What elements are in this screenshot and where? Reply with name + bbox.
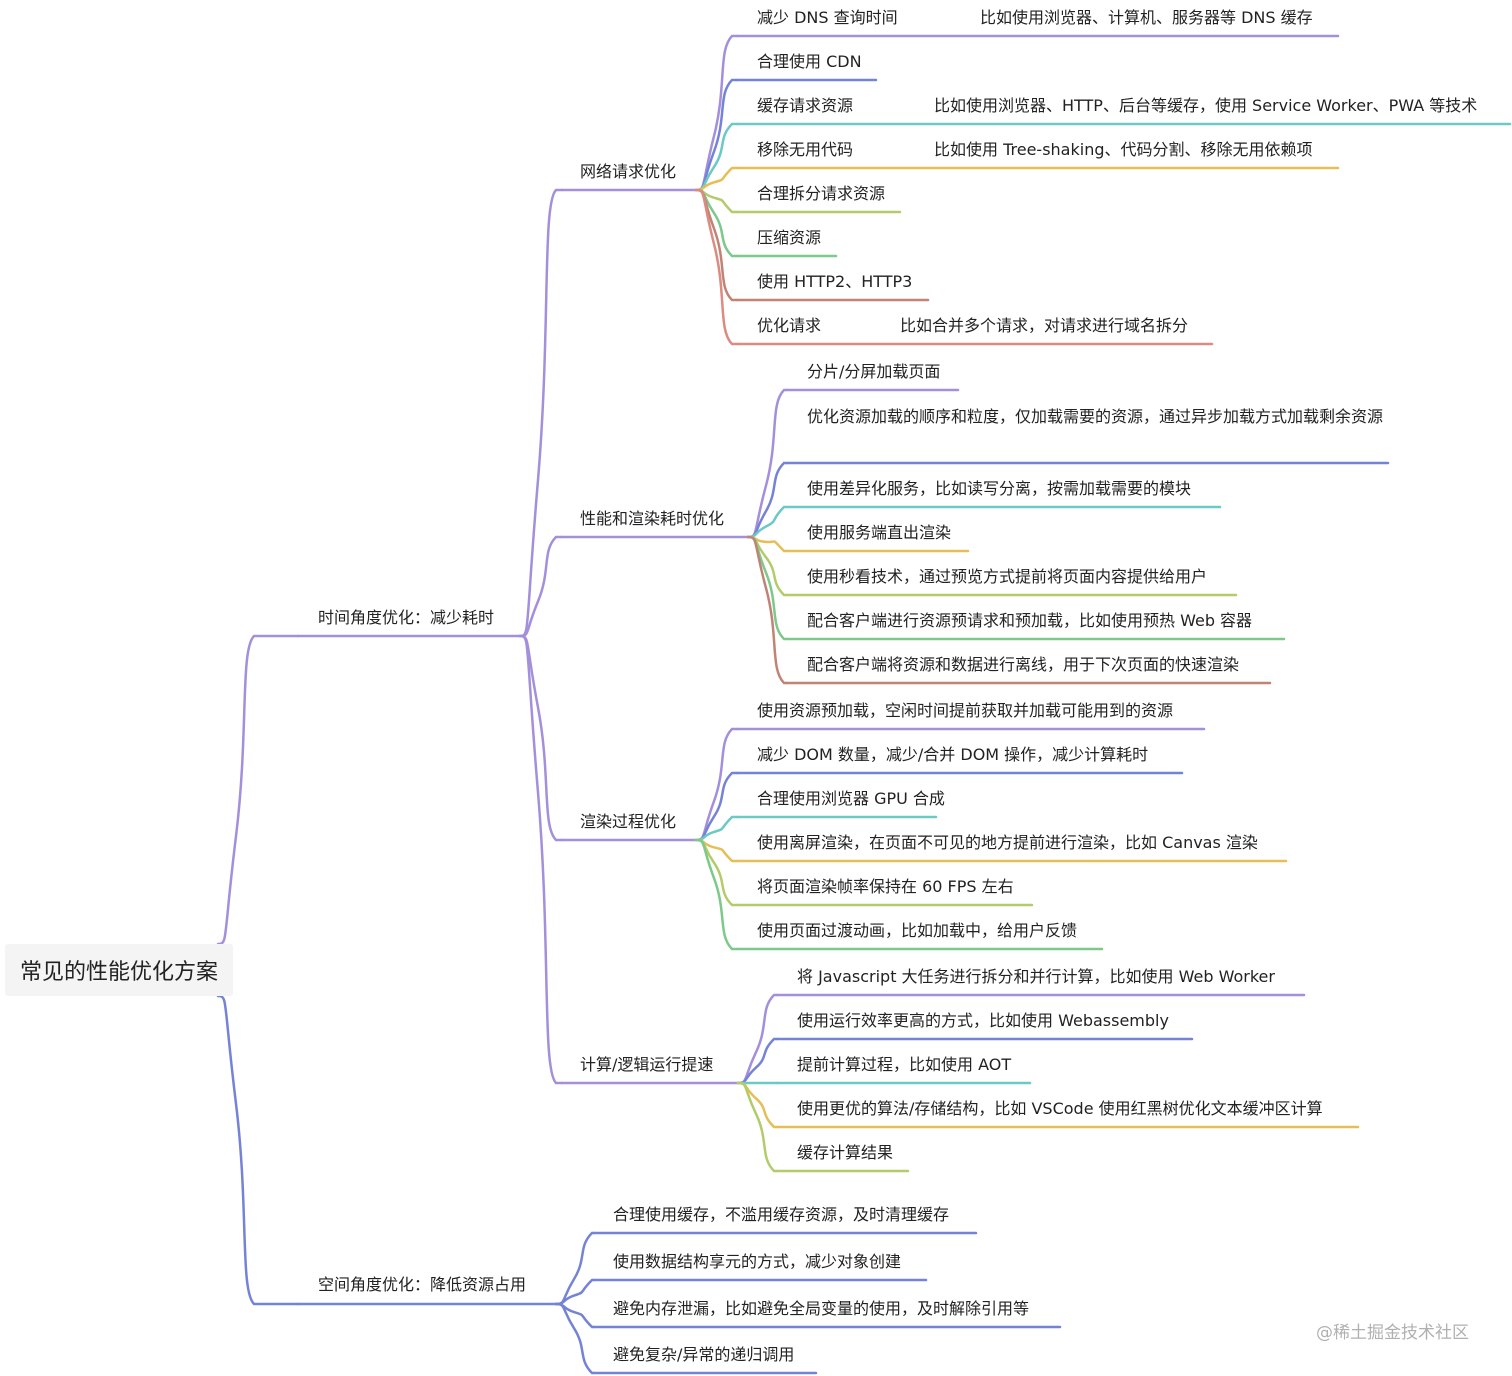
- connector-network-2: [694, 122, 739, 192]
- sub-branch-render_process-label[interactable]: 渲染过程优化: [580, 812, 677, 831]
- leaf-network-0-note[interactable]: 比如使用浏览器、计算机、服务器等 DNS 缓存: [980, 8, 1313, 27]
- connector-render_time-2: [746, 505, 789, 539]
- connector-time-render_time: [518, 535, 564, 638]
- connector-network-6: [694, 188, 739, 302]
- connector-time-network: [518, 188, 564, 638]
- leaf-compute-3-label[interactable]: 使用更优的算法/存储结构，比如 VSCode 使用红黑树优化文本缓冲区计算: [797, 1099, 1323, 1118]
- leaf-network-3-label[interactable]: 移除无用代码: [757, 140, 854, 159]
- leaf-render_time-5-label[interactable]: 配合客户端进行资源预请求和预加载，比如使用预热 Web 容器: [807, 611, 1253, 630]
- leaf-network-7-label[interactable]: 优化请求: [757, 316, 822, 335]
- leaf-space-2-label[interactable]: 避免内存泄漏，比如避免全局变量的使用，及时解除引用等: [613, 1299, 1030, 1318]
- leaf-render_time-4-label[interactable]: 使用秒看技术，通过预览方式提前将页面内容提供给用户: [807, 567, 1208, 586]
- connector-time-compute: [518, 634, 564, 1085]
- leaf-compute-2-label[interactable]: 提前计算过程，比如使用 AOT: [797, 1055, 1012, 1074]
- connector-network-7: [694, 188, 739, 346]
- leaf-render_process-0-label[interactable]: 使用资源预加载，空闲时间提前获取并加载可能用到的资源: [757, 701, 1174, 720]
- leaf-render_time-6-label[interactable]: 配合客户端将资源和数据进行离线，用于下次页面的快速渲染: [807, 655, 1240, 674]
- connector-space-2: [554, 1302, 596, 1329]
- connector-compute-1: [736, 1037, 779, 1085]
- watermark: @稀土掘金技术社区: [1316, 1323, 1469, 1343]
- connector-network-5: [694, 188, 739, 258]
- root-node-label: 常见的性能优化方案: [19, 960, 218, 985]
- connector-render_time-4: [746, 535, 789, 597]
- connector-render_time-5: [746, 535, 789, 641]
- leaf-network-4-label[interactable]: 合理拆分请求资源: [757, 184, 886, 203]
- leaf-render_process-2-label[interactable]: 合理使用浏览器 GPU 合成: [757, 789, 945, 808]
- leaf-compute-0-label[interactable]: 将 Javascript 大任务进行拆分和并行计算，比如使用 Web Worke…: [797, 967, 1275, 986]
- connector-render_time-6: [746, 535, 789, 685]
- connector-space-3: [554, 1302, 596, 1375]
- leaf-network-0-label[interactable]: 减少 DNS 查询时间: [757, 8, 898, 27]
- leaf-render_time-1-label[interactable]: 优化资源加载的顺序和粒度，仅加载需要的资源，通过异步加载方式加载剩余资源: [807, 407, 1384, 426]
- leaf-network-7-note[interactable]: 比如合并多个请求，对请求进行域名拆分: [900, 316, 1189, 335]
- root-node[interactable]: 常见的性能优化方案: [5, 944, 233, 996]
- connector-render_process-5: [694, 838, 739, 951]
- sub-branch-compute-label[interactable]: 计算/逻辑运行提速: [580, 1055, 714, 1074]
- leaf-render_process-4-label[interactable]: 将页面渲染帧率保持在 60 FPS 左右: [757, 877, 1014, 896]
- connector-time-render_process: [518, 634, 564, 842]
- branch-time-label[interactable]: 时间角度优化：减少耗时: [318, 608, 495, 627]
- connector-render_process-4: [694, 838, 739, 907]
- leaf-render_process-3-label[interactable]: 使用离屏渲染，在页面不可见的地方提前进行渲染，比如 Canvas 渲染: [757, 833, 1258, 852]
- leaf-network-2-note[interactable]: 比如使用浏览器、HTTP、后台等缓存，使用 Service Worker、PWA…: [934, 96, 1478, 115]
- leaf-network-5-label[interactable]: 压缩资源: [757, 228, 822, 247]
- leaf-render_time-2-label[interactable]: 使用差异化服务，比如读写分离，按需加载需要的模块: [807, 479, 1192, 498]
- connector-network-0: [694, 34, 739, 192]
- leaf-space-3-label[interactable]: 避免复杂/异常的递归调用: [613, 1345, 795, 1364]
- leaf-space-0-label[interactable]: 合理使用缓存，不滥用缓存资源，及时清理缓存: [613, 1205, 950, 1224]
- connector-compute-4: [736, 1081, 779, 1173]
- leaf-render_process-5-label[interactable]: 使用页面过渡动画，比如加载中，给用户反馈: [757, 921, 1078, 940]
- sub-branch-render_time-label[interactable]: 性能和渲染耗时优化: [580, 509, 725, 528]
- branch-space-label[interactable]: 空间角度优化：降低资源占用: [318, 1275, 527, 1294]
- leaf-render_time-0-label[interactable]: 分片/分屏加载页面: [807, 362, 941, 381]
- sub-branch-network-label[interactable]: 网络请求优化: [580, 162, 677, 181]
- leaf-render_time-3-label[interactable]: 使用服务端直出渲染: [807, 523, 952, 542]
- leaf-compute-1-label[interactable]: 使用运行效率更高的方式，比如使用 Webassembly: [797, 1011, 1169, 1030]
- connector-root-space: [216, 994, 300, 1306]
- connector-root-time: [216, 634, 300, 946]
- connector-compute-0: [736, 993, 779, 1085]
- leaf-network-3-note[interactable]: 比如使用 Tree-shaking、代码分割、移除无用依赖项: [934, 140, 1313, 159]
- connector-space-0: [554, 1231, 596, 1306]
- leaf-network-6-label[interactable]: 使用 HTTP2、HTTP3: [757, 272, 913, 291]
- connector-network-3: [694, 166, 739, 192]
- leaf-space-1-label[interactable]: 使用数据结构享元的方式，减少对象创建: [613, 1252, 902, 1271]
- connector-render_process-2: [694, 815, 739, 842]
- leaf-render_process-1-label[interactable]: 减少 DOM 数量，减少/合并 DOM 操作，减少计算耗时: [757, 745, 1149, 764]
- leaf-network-1-label[interactable]: 合理使用 CDN: [757, 52, 862, 71]
- connector-render_time-0: [746, 388, 789, 539]
- leaf-network-2-label[interactable]: 缓存请求资源: [757, 96, 854, 115]
- connector-space-1: [554, 1278, 596, 1306]
- connector-render_process-0: [694, 727, 739, 842]
- leaf-compute-4-label[interactable]: 缓存计算结果: [797, 1143, 894, 1162]
- connector-network-1: [694, 78, 739, 192]
